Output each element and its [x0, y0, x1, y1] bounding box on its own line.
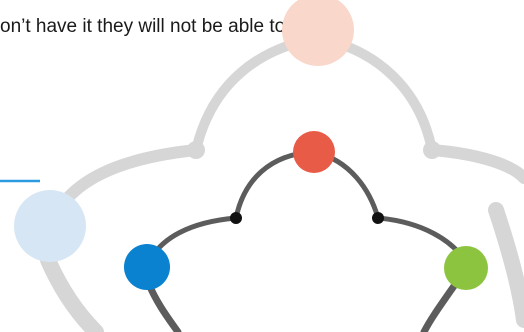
- joint-left: [230, 212, 242, 224]
- joint-right: [372, 212, 384, 224]
- front-branch-left-down: [144, 278, 182, 332]
- front-branch-right-down: [420, 282, 458, 332]
- back-joint-right: [423, 141, 441, 159]
- left-blue-node: [124, 244, 170, 290]
- back-branch-left-down: [40, 252, 104, 332]
- front-branches: [144, 149, 469, 332]
- top-faint-node: [282, 0, 354, 66]
- center-red-node: [293, 131, 335, 173]
- right-green-node: [444, 246, 488, 290]
- caption-text: on’t have it they will not be able to: [0, 16, 286, 37]
- back-branch-right-down: [488, 202, 524, 328]
- back-joint-left: [187, 141, 205, 159]
- back-branch-right: [426, 144, 524, 184]
- left-faint-node: [14, 190, 86, 262]
